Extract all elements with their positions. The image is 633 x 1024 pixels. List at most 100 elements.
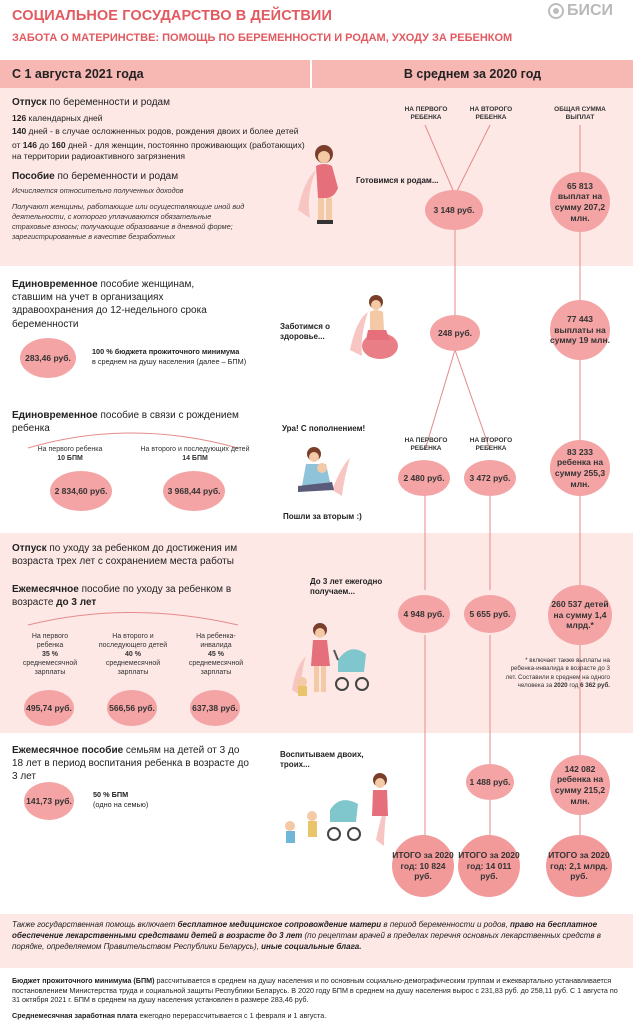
circle-early-value: 248 руб. [430, 315, 480, 351]
care-second-salary: среднемесячной зарплаты [105, 660, 161, 677]
footer-extra-mid1: в период беременности и родов, [381, 920, 511, 929]
circle-care-total: 260 537 детей на сумму 1,4 млрд.* [548, 585, 612, 645]
family-bpm-note: 50 % БПМ (одно на семью) [93, 790, 148, 810]
page-title: СОЦИАЛЬНОЕ ГОСУДАРСТВО В ДЕЙСТВИИ [12, 8, 332, 24]
phrase-second: Пошли за вторым :) [283, 512, 362, 521]
page-subtitle: ЗАБОТА О МАТЕРИНСТВЕ: ПОМОЩЬ ПО БЕРЕМЕНН… [12, 32, 513, 44]
circle-itogo-first: ИТОГО за 2020 год: 10 824 руб. [392, 835, 454, 897]
circle-birth-total: 83 233 ребенка на сумму 255,3 млн. [550, 440, 610, 496]
days-146: 146 [22, 139, 37, 150]
circle-family-total: 142 082 ребенка на сумму 215,2 млн. [550, 755, 610, 815]
care-second-label-text: На второго и последующего детей [98, 633, 168, 650]
leave-title-bold: Отпуск [12, 97, 47, 108]
early-note: 100 % бюджета прожиточного минимума в ср… [92, 347, 272, 367]
footer-extra-help: Также государственная помощь включает бе… [12, 920, 622, 952]
birth-col-first: НА ПЕРВОГО РЕБЕНКА [404, 437, 448, 452]
family-bpm-bold: 50 % БПМ [93, 790, 129, 799]
pregnant-woman-illustration [298, 145, 338, 224]
phrase-health: Заботимся о здоровье... [280, 322, 330, 342]
footer-extra-other: иные социальные блага. [261, 941, 362, 951]
footer-bpm-note: Бюджет прожиточного минимума (БПМ) рассч… [12, 976, 622, 1005]
care-leave-rest: по уходу за ребенком до достижения им во… [12, 543, 238, 568]
care-first-label: На первого ребенка 35 % среднемесячной з… [22, 632, 78, 677]
left-column-header: С 1 августа 2021 года [0, 60, 310, 88]
care-second-label: На второго и последующего детей 40 % сре… [90, 632, 176, 677]
birth-first-label-text: На первого ребенка [37, 446, 103, 453]
care-disabled-label: На ребенка-инвалида 45 % среднемесячной … [184, 632, 248, 677]
days-126-text: календарных дней [26, 113, 103, 124]
circle-early-amount: 283,46 руб. [20, 338, 76, 378]
care-footnote-text: * включает также выплаты на ребенка-инва… [505, 657, 610, 690]
family-bpm-rest: (одно на семью) [93, 799, 149, 809]
circle-early-total: 77 443 выплаты на сумму 19 млн. [550, 300, 610, 360]
family-children-illustration [285, 773, 388, 846]
phrase-congrats: Ура! С пополнением! [282, 424, 366, 433]
care-footnote-year: 2020 [553, 682, 568, 690]
band-childbirth [0, 399, 633, 527]
mother-baby-illustration [298, 447, 350, 496]
leave-title-rest: по беременности и родам [46, 97, 170, 108]
band-footer [0, 914, 633, 968]
circle-itogo-total: ИТОГО за 2020 год: 2,1 млрд. руб. [546, 835, 612, 897]
care-first-label-text: На первого ребенка [31, 633, 69, 650]
benefit-title-rest: по беременности и родам [54, 171, 179, 183]
footer-salary-note: Среднемесячная заработная плата ежегодно… [12, 1011, 622, 1021]
birth-second-bpm: 14 БПМ [182, 455, 208, 463]
circle-total-pregnancy: 65 813 выплат на сумму 207,2 млн. [550, 172, 610, 232]
care-footnote-value: 6 362 руб. [580, 682, 610, 690]
section-early-registration: Единовременное пособие женщинам, ставшим… [12, 278, 212, 331]
bisi-logo-icon [547, 3, 564, 19]
monthly-care-age: до 3 лет [56, 597, 97, 609]
birth-first-label: На первого ребенка 10 БПМ [20, 445, 120, 463]
benefit-note-income: Исчисляется относительно полученных дохо… [12, 186, 184, 196]
circle-care-first-value: 4 948 руб. [398, 595, 450, 633]
care-disabled-salary: среднемесячной зарплаты [188, 660, 244, 677]
birth-first-bpm: 10 БПМ [57, 455, 83, 463]
bisi-logo: БИСИ [547, 2, 613, 20]
care-first-pct: 35 % [42, 651, 58, 659]
days-146-text: дней - для женщин, постоянно проживающих… [12, 139, 305, 161]
phrase-raising: Воспитываем двоих, троих... [280, 750, 364, 770]
monthly-care-bold: Ежемесячное [12, 584, 79, 595]
circle-care-first-amount: 495,74 руб. [24, 690, 74, 726]
circle-family-second-value: 1 488 руб. [466, 764, 514, 800]
circle-birth-second-value: 3 472 руб. [464, 460, 516, 496]
early-title-bold: Единовременное [12, 279, 98, 290]
col-total-sum: ОБЩАЯ СУММА ВЫПЛАТ [554, 106, 606, 121]
early-note-rest: в среднем на душу населения (далее – БПМ… [92, 356, 247, 366]
monthly-care-rest: пособие по уходу за ребенком в возрасте [12, 584, 232, 609]
benefit-title-bold: Пособие [12, 171, 55, 183]
footer-extra-medical: бесплатное медицинское сопровождение мат… [177, 920, 382, 929]
birth-col-second: НА ВТОРОГО РЕБЕНКА [469, 437, 513, 452]
care-disabled-pct: 45 % [208, 651, 224, 659]
care-footnote: * включает также выплаты на ребенка-инва… [505, 657, 610, 690]
days-146-pre: от [12, 139, 23, 150]
footer-salary-bold: Среднемесячная заработная плата [12, 1011, 138, 1020]
section-birth-benefit: Единовременное пособие в связи с рождени… [12, 409, 242, 435]
days-160: 160 [51, 139, 66, 150]
logo-text: БИСИ [566, 2, 613, 19]
footer-extra-mid2: (по рецептам врачей в пределах перечня о… [12, 930, 601, 951]
care-second-pct: 40 % [125, 651, 141, 659]
circle-family-amount: 141,73 руб. [24, 782, 74, 820]
footer-bpm-rest: рассчитывается в среднем на душу населен… [12, 976, 618, 1005]
birth-second-label: На второго и последующих детей 14 БПМ [130, 445, 260, 463]
right-column-header: В среднем за 2020 год [312, 60, 633, 88]
days-146-mid: до [36, 139, 52, 150]
days-126: 126 [12, 113, 27, 124]
care-disabled-label-text: На ребенка-инвалида [196, 633, 236, 650]
days-140: 140 [12, 126, 27, 137]
circle-care-second-value: 5 655 руб. [464, 595, 516, 633]
family-title-bold: Ежемесячное пособие [12, 745, 124, 756]
section-family-benefit: Ежемесячное пособие семьям на детей от 3… [12, 744, 252, 784]
care-footnote-mid: год [567, 682, 581, 690]
mother-pram-illustration [292, 623, 369, 696]
circle-birth-first-value: 2 480 руб. [398, 460, 450, 496]
early-title-rest: пособие женщинам, ставшим на учет в орга… [12, 279, 207, 330]
section-care-leave: Отпуск по уходу за ребенком до достижени… [12, 542, 242, 568]
circle-care-disabled-amount: 637,38 руб. [190, 690, 240, 726]
days-140-text: дней - в случае осложненных родов, рожде… [26, 126, 299, 137]
circle-itogo-second: ИТОГО за 2020 год: 14 011 руб. [458, 835, 520, 897]
phrase-preparing: Готовимся к родам... [356, 176, 439, 185]
col-first-child: НА ПЕРВОГО РЕБЕНКА [404, 106, 448, 121]
